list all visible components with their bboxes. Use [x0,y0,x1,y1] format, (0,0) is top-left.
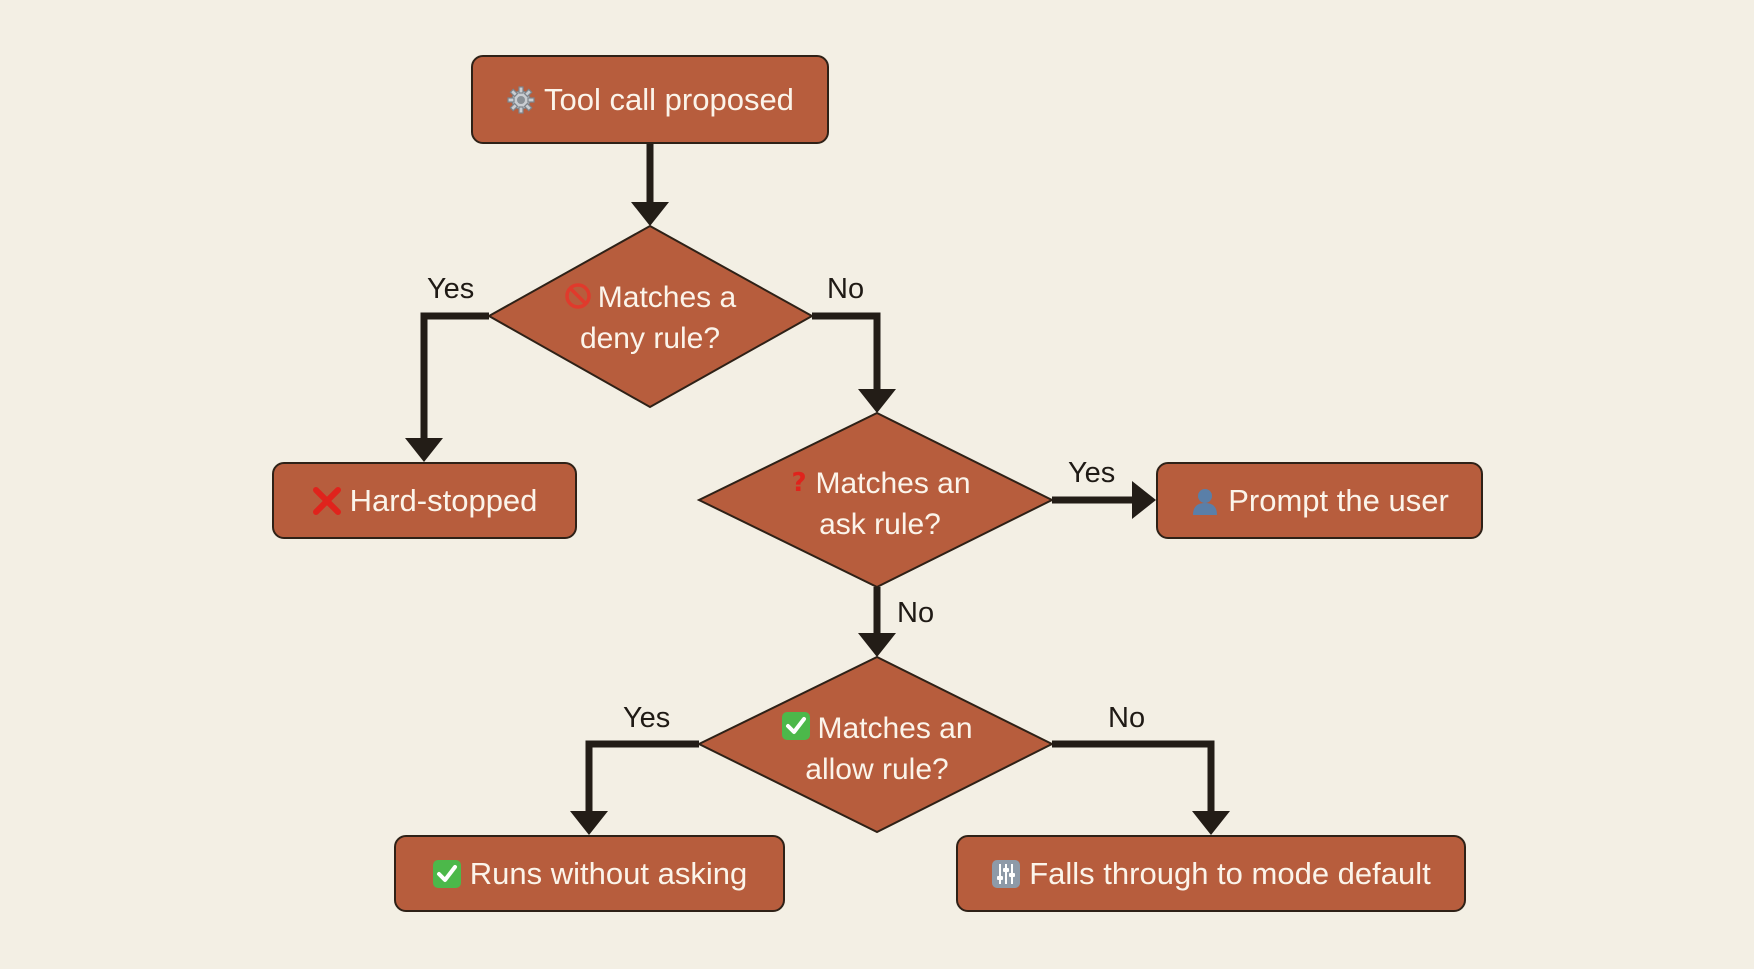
arrowhead-falls-through [1192,811,1230,835]
deny-no-label: No [827,273,865,305]
ask-decision-label: ? Matches an ask rule? [755,465,1005,544]
edge-allow-no [1052,740,1215,811]
edge-allow-yes [585,740,699,811]
deny-decision-line2: deny rule? [579,322,721,355]
falls-through-node: Falls through to mode default [956,835,1466,912]
edge-deny-no [812,312,881,389]
red-x-icon [312,486,342,516]
green-check-icon [432,859,462,889]
allow-decision-label: Matches an allow rule? [752,710,1002,789]
deny-decision-label: Matches a deny rule? [525,279,775,358]
allow-yes-label: Yes [623,702,671,734]
allow-decision-line2: allow rule? [805,753,949,786]
prohibited-icon [564,282,592,320]
prompt-user-label: Prompt the user [1228,482,1449,518]
arrowhead-deny-in [631,202,669,226]
ask-yes-label: Yes [1068,457,1116,489]
runs-without-asking-label: Runs without asking [469,855,748,891]
ask-decision-line1: Matches an [815,467,971,500]
svg-text:?: ? [792,468,807,496]
hard-stopped-label: Hard-stopped [349,482,538,518]
allow-decision-line1: Matches an [817,712,973,745]
user-icon [1190,486,1220,516]
green-check-icon [781,711,811,751]
deny-yes-label: Yes [427,273,475,305]
allow-decision-diamond [696,655,1055,834]
allow-no-label: No [1108,702,1146,734]
arrowhead-prompt-user [1132,481,1156,519]
sliders-icon [991,859,1021,889]
question-mark-icon: ? [789,468,809,506]
gear-icon [506,85,536,115]
prompt-user-node: Prompt the user [1156,462,1483,539]
arrowhead-ask-in [858,389,896,413]
runs-without-asking-node: Runs without asking [394,835,785,912]
edge-deny-yes [420,312,489,438]
falls-through-label: Falls through to mode default [1029,855,1431,891]
arrowhead-allow-in [858,633,896,657]
ask-no-label: No [897,597,935,629]
start-node-label: Tool call proposed [544,81,794,117]
deny-decision-diamond [486,224,815,409]
start-node: Tool call proposed [471,55,829,144]
ask-decision-line2: ask rule? [819,508,941,541]
hard-stopped-node: Hard-stopped [272,462,577,539]
deny-decision-line1: Matches a [597,281,737,314]
arrowhead-hard-stopped [405,438,443,462]
arrowhead-runs [570,811,608,835]
